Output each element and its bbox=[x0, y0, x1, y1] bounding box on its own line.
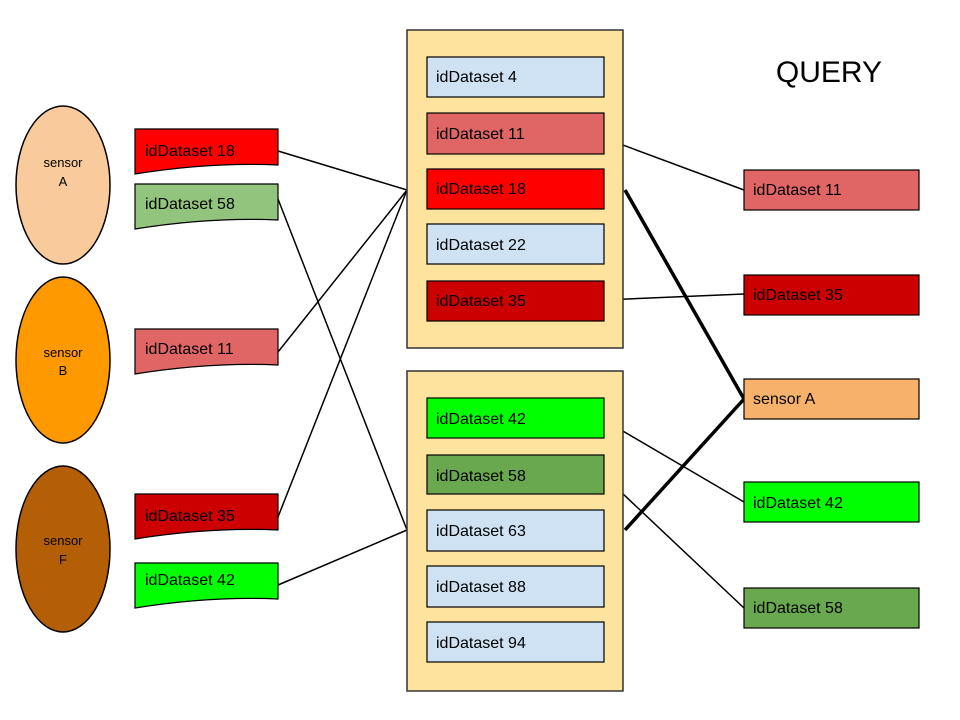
query-result-42: idDataset 42 bbox=[743, 481, 920, 523]
index-entry-18-box bbox=[426, 168, 605, 210]
index-entry-4: idDataset 4 bbox=[426, 56, 605, 98]
index-entry-4-box bbox=[426, 56, 605, 98]
query-result-11: idDataset 11 bbox=[743, 169, 920, 211]
query-result-11-box bbox=[743, 169, 920, 211]
query-result-42-label: idDataset 42 bbox=[753, 495, 843, 512]
query-result-sensor-a-box bbox=[743, 378, 920, 420]
edge-index42-to-query42 bbox=[603, 419, 745, 503]
sensor-a-shape bbox=[15, 105, 111, 265]
connector-lines bbox=[277, 137, 746, 609]
edge-ds11-to-top-container bbox=[277, 189, 408, 353]
query-title: QUERY bbox=[776, 56, 882, 89]
index-entry-42-label: idDataset 42 bbox=[436, 411, 526, 428]
sensor-f-name: sensor bbox=[43, 533, 83, 548]
index-entry-88: idDataset 88 bbox=[426, 565, 605, 608]
sensor-dataset-58-shape bbox=[134, 183, 279, 230]
index-entry-18-label: idDataset 18 bbox=[436, 181, 526, 198]
edge-index11-to-query11 bbox=[603, 137, 745, 191]
index-entry-88-box bbox=[426, 565, 605, 608]
sensor-dataset-35-label: idDataset 35 bbox=[145, 508, 235, 525]
index-entry-11-box bbox=[426, 112, 605, 155]
index-entry-22-label: idDataset 22 bbox=[436, 237, 526, 254]
query-result-35-box bbox=[743, 274, 920, 316]
sensor-node-f: sensor F bbox=[15, 465, 111, 633]
sensor-dataset-11: idDataset 11 bbox=[134, 328, 279, 375]
index-entry-42: idDataset 42 bbox=[426, 397, 605, 439]
sensor-b-shape bbox=[15, 276, 111, 444]
sensor-a-letter: A bbox=[59, 174, 68, 189]
index-entry-94-label: idDataset 94 bbox=[436, 635, 526, 652]
sensor-dataset-58-label: idDataset 58 bbox=[145, 196, 235, 213]
edge-index18-to-sensor-a bbox=[623, 189, 746, 400]
query-result-35: idDataset 35 bbox=[743, 274, 920, 316]
edge-ds35-to-top-container bbox=[277, 189, 408, 518]
sensor-dataset-18-shape bbox=[134, 128, 279, 175]
index-entry-58-label: idDataset 58 bbox=[436, 468, 526, 485]
sensor-dataset-11-label: idDataset 11 bbox=[145, 341, 234, 358]
query-result-35-label: idDataset 35 bbox=[753, 287, 843, 304]
index-entry-4-label: idDataset 4 bbox=[436, 69, 517, 86]
sensor-a-name: sensor bbox=[43, 155, 83, 170]
index-entry-11-label: idDataset 11 bbox=[436, 126, 525, 143]
index-entry-63-label: idDataset 63 bbox=[436, 523, 526, 540]
sensor-dataset-42-shape bbox=[134, 562, 279, 609]
query-result-sensor-a: sensor A bbox=[743, 378, 920, 420]
sensor-node-b: sensor B bbox=[15, 276, 111, 444]
edge-ds42-to-bottom-container bbox=[277, 529, 408, 586]
index-entry-94: idDataset 94 bbox=[426, 621, 605, 663]
index-entry-22: idDataset 22 bbox=[426, 223, 605, 265]
index-entry-58: idDataset 58 bbox=[426, 454, 605, 495]
sensor-node-a: sensor A bbox=[15, 105, 111, 265]
index-entry-22-box bbox=[426, 223, 605, 265]
edge-index35-to-query35 bbox=[603, 293, 745, 301]
query-result-58: idDataset 58 bbox=[743, 587, 920, 629]
index-entry-35: idDataset 35 bbox=[426, 280, 605, 322]
sensor-dataset-58: idDataset 58 bbox=[134, 183, 279, 230]
index-entry-35-label: idDataset 35 bbox=[436, 293, 526, 310]
query-result-42-box bbox=[743, 481, 920, 523]
index-entry-11: idDataset 11 bbox=[426, 112, 605, 155]
edge-index63-to-sensor-a bbox=[623, 397, 746, 532]
index-entry-42-box bbox=[426, 397, 605, 439]
sensor-dataset-18-label: idDataset 18 bbox=[145, 143, 235, 160]
index-entry-88-label: idDataset 88 bbox=[436, 579, 526, 596]
sensor-dataset-42: idDataset 42 bbox=[134, 562, 279, 609]
query-result-11-label: idDataset 11 bbox=[753, 182, 842, 199]
index-entry-35-box bbox=[426, 280, 605, 322]
sensor-dataset-42-label: idDataset 42 bbox=[145, 572, 235, 589]
sensor-dataset-18: idDataset 18 bbox=[134, 128, 279, 175]
index-entry-58-box bbox=[426, 454, 605, 495]
query-result-sensor-a-label: sensor A bbox=[753, 391, 816, 408]
sensor-dataset-35-shape bbox=[134, 493, 279, 540]
sensor-f-letter: F bbox=[59, 552, 67, 567]
sensor-dataset-35: idDataset 35 bbox=[134, 493, 279, 540]
index-entry-94-box bbox=[426, 621, 605, 663]
query-result-58-label: idDataset 58 bbox=[753, 600, 843, 617]
query-result-58-box bbox=[743, 587, 920, 629]
index-entry-18: idDataset 18 bbox=[426, 168, 605, 210]
edge-ds18-to-top-container bbox=[277, 150, 408, 191]
sensor-b-letter: B bbox=[59, 363, 68, 378]
sensor-b-name: sensor bbox=[43, 345, 83, 360]
edge-ds58-to-bottom-container bbox=[277, 198, 408, 531]
sensor-dataset-11-shape bbox=[134, 328, 279, 375]
index-entry-63: idDataset 63 bbox=[426, 509, 605, 552]
sensor-f-shape bbox=[15, 465, 111, 633]
edge-index58-to-query58 bbox=[603, 475, 745, 609]
index-entry-63-box bbox=[426, 509, 605, 552]
